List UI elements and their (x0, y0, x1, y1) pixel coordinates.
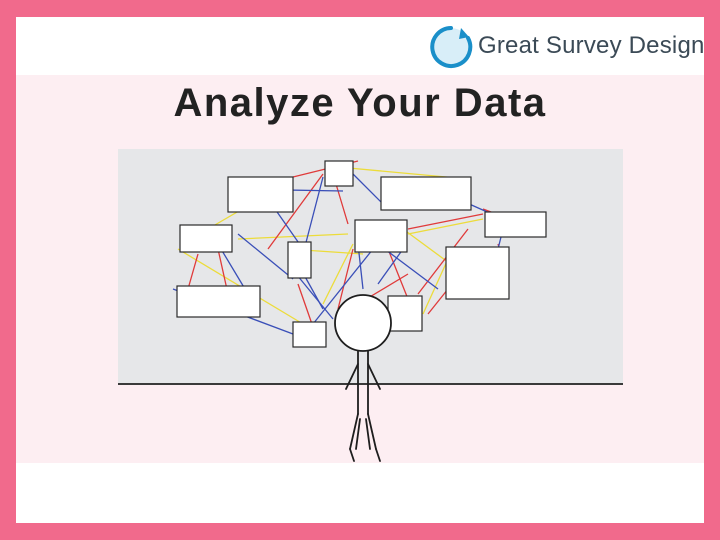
slide: Great Survey Design Analyze Your Data (16, 17, 704, 523)
logo: Great Survey Design (428, 23, 705, 69)
stick-figure-whiteboard-icon (118, 149, 623, 462)
footer-band (16, 463, 704, 523)
header-band (16, 17, 704, 75)
slide-title: Analyze Your Data (173, 81, 547, 125)
circular-arrow-icon (430, 26, 473, 68)
logo-text: Great Survey Design (478, 32, 705, 59)
